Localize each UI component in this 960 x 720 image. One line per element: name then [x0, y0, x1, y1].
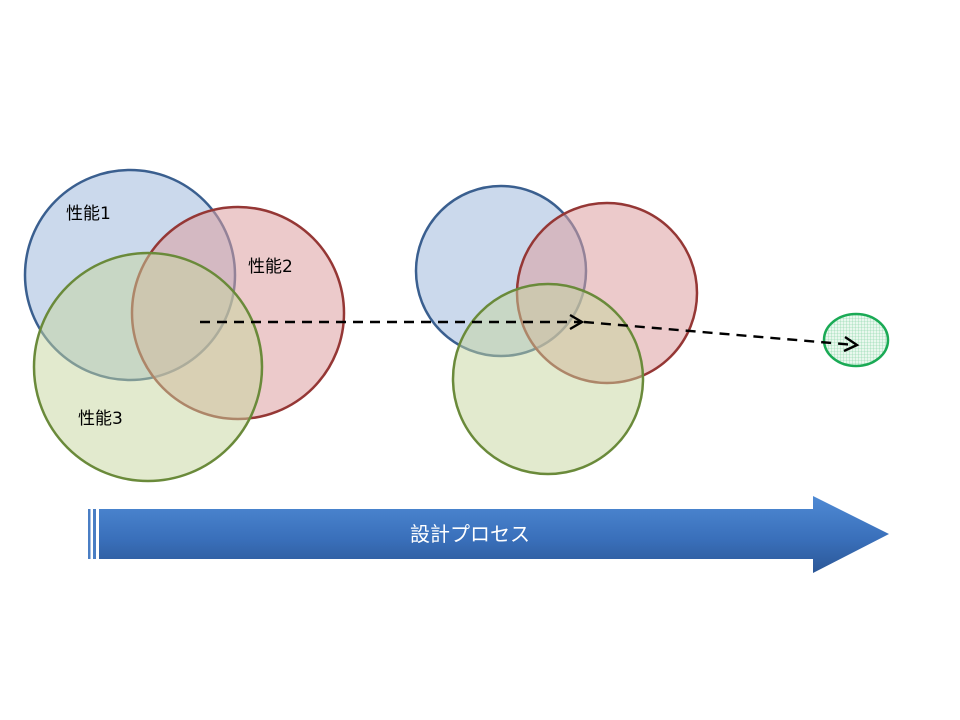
- arrowhead-2-icon: [843, 336, 860, 353]
- dashed-arrow-segment-2: [583, 320, 856, 347]
- performance-3-label: 性能3: [78, 409, 123, 429]
- initial-stage-group: 性能1 性能2 性能3: [23, 168, 346, 483]
- arrow-tail-stripe-1: [88, 509, 91, 559]
- arrow-body: [99, 496, 889, 573]
- target-ellipse: [822, 312, 890, 368]
- performance-2-label: 性能2: [248, 257, 293, 277]
- design-process-arrow: 設計プロセス: [88, 496, 889, 573]
- arrowhead-1-icon: [569, 313, 585, 331]
- convergence-path: [200, 313, 860, 353]
- arrow-tail-stripe-2: [93, 509, 96, 559]
- performance-1-label: 性能1: [66, 204, 111, 224]
- performance-3-circle-intermediate: [451, 282, 645, 476]
- design-process-label: 設計プロセス: [410, 522, 530, 546]
- performance-3-circle-initial: [32, 251, 264, 483]
- intermediate-stage-group: [414, 184, 699, 476]
